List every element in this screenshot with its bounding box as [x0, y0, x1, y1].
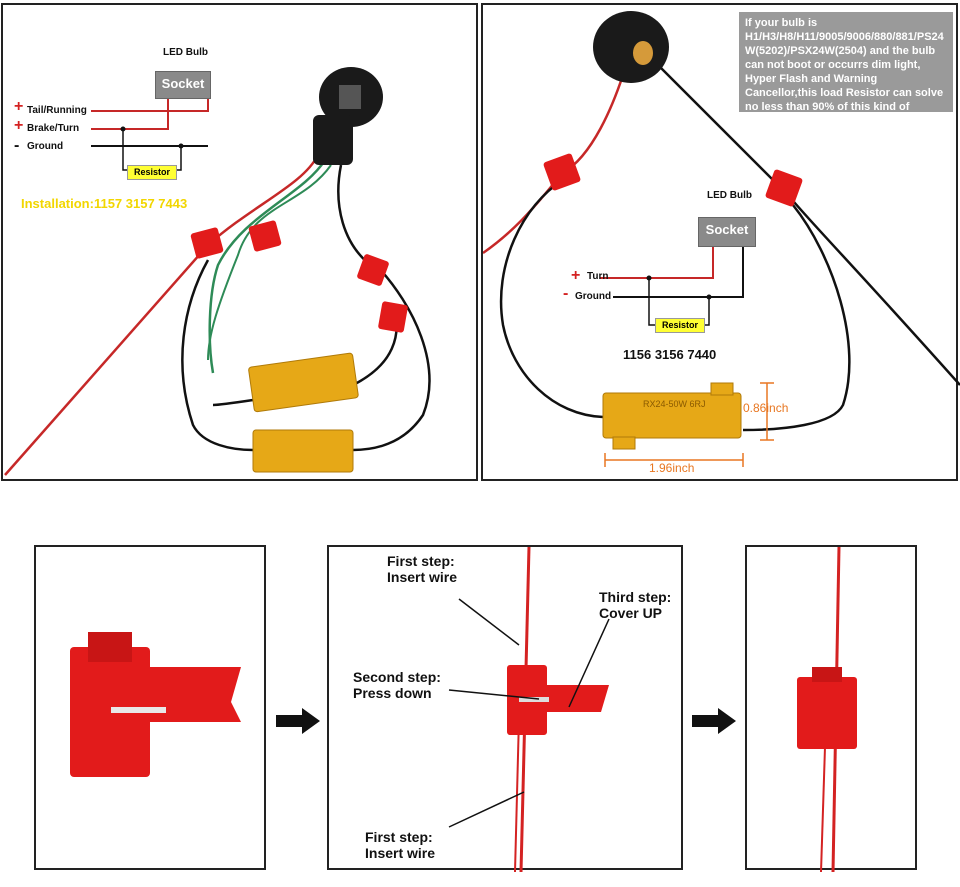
- installation-label: Installation:1157 3157 7443: [21, 196, 188, 211]
- top-right-wiring-illustration: [483, 11, 960, 467]
- socket-shape: [313, 67, 383, 165]
- second-step: Second step: Press down: [353, 669, 441, 701]
- connector-body: [70, 647, 150, 777]
- bulb-socket: [593, 11, 669, 83]
- top-left-wiring-illustration: [4, 67, 431, 476]
- step-panel-connector: [34, 545, 266, 870]
- step-panel-finished: [745, 545, 917, 872]
- schematic-brake-line: [91, 89, 169, 130]
- height-dimension: 0.86inch: [743, 401, 789, 415]
- pointer-third: [568, 618, 610, 708]
- first-step-top: First step: Insert wire: [387, 553, 458, 585]
- width-dimension: 1.96inch: [649, 461, 695, 475]
- plus-sign-right: +: [571, 267, 581, 284]
- ground-label: Ground: [27, 141, 64, 152]
- black-loop-left: [181, 259, 254, 452]
- led-bulb-label: LED Bulb: [163, 47, 208, 58]
- led-bulb-label-right: LED Bulb: [707, 190, 752, 201]
- finished-connector-illustration: [797, 547, 857, 872]
- bulb-note: If your bulb is H1/H3/H8/H11/9005/9006/8…: [739, 12, 953, 127]
- connector-2: [248, 220, 282, 252]
- third-step: Third step: Cover UP: [599, 589, 672, 621]
- install-steps-illustration: [448, 547, 610, 872]
- pointer-first-top: [458, 598, 520, 646]
- black-wire-right: [642, 49, 784, 191]
- brake-turn-label: Brake/Turn: [27, 123, 80, 134]
- black-wire-left: [499, 178, 623, 419]
- schematic-ground-line: [613, 245, 744, 298]
- black-wire-to-edge: [787, 194, 960, 386]
- green-wire-2: [207, 164, 332, 361]
- black-wire-right-loop: [742, 204, 851, 432]
- pointer-first-bottom: [448, 791, 525, 828]
- plus-sign-2: +: [14, 117, 24, 134]
- upper-resistor: [248, 352, 359, 413]
- black-wire-upper-res-left: [212, 398, 254, 407]
- connector-4: [378, 301, 408, 333]
- resistor-print: RX24-50W 6RJ: [643, 399, 706, 409]
- red-feed-wire: [4, 244, 209, 476]
- tail-running-label: Tail/Running: [27, 105, 87, 116]
- connector-3: [357, 254, 389, 286]
- connector-a: [543, 153, 581, 191]
- schematic-resistor-loop: [122, 129, 182, 171]
- resistor-body: [602, 392, 742, 439]
- first-step-bottom: First step: Insert wire: [365, 829, 436, 861]
- connector-b: [765, 169, 803, 207]
- ground-label-right: Ground: [575, 291, 612, 302]
- minus-sign: -: [14, 137, 20, 154]
- connector-flap: [150, 667, 241, 722]
- green-wire: [208, 159, 327, 374]
- blade: [111, 707, 166, 713]
- models-label: 1156 3156 7440: [623, 347, 717, 362]
- resistor-tag: Resistor: [127, 165, 177, 180]
- socket-box-right: Socket: [698, 217, 756, 247]
- open-connector-illustration: [70, 632, 241, 777]
- pointer-second: [448, 689, 540, 700]
- top-left-panel: LED Bulb Socket + Tail/Running + Brake/T…: [1, 3, 478, 481]
- resistor-tag-right: Resistor: [655, 318, 705, 333]
- step-panel-instructions: First step: Insert wire Third step: Cove…: [327, 545, 683, 872]
- turn-label: Turn: [587, 271, 609, 282]
- socket-box: Socket: [155, 71, 211, 99]
- closed-connector: [797, 677, 857, 749]
- lower-resistor: [252, 429, 354, 473]
- black-socket-wire: [337, 164, 374, 269]
- minus-sign-right: -: [563, 285, 569, 302]
- plus-sign: +: [14, 98, 24, 115]
- connector-1: [190, 227, 224, 259]
- top-right-panel: If your bulb is H1/H3/H8/H11/9005/9006/8…: [481, 3, 960, 481]
- red-socket-wire: [207, 154, 320, 246]
- black-loop-right: [352, 266, 431, 452]
- schematic-turn-line: [600, 245, 714, 279]
